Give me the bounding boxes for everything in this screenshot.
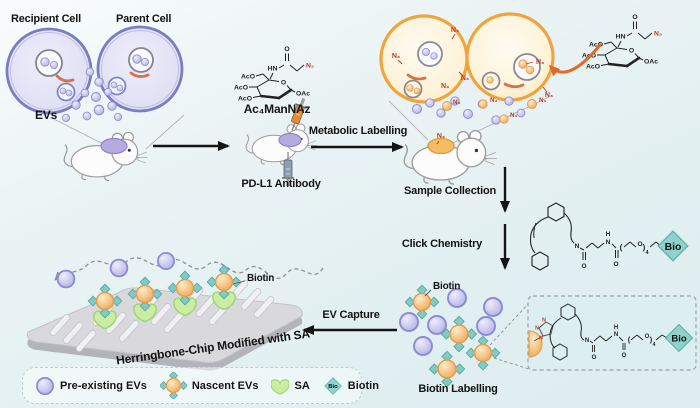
herringbone-chip (26, 252, 324, 371)
pdl1-antibody-label: PD-L1 Antibody (241, 178, 321, 190)
svg-text:4: 4 (645, 250, 649, 256)
svg-text:O: O (592, 355, 597, 361)
svg-text:O: O (613, 261, 618, 268)
pre-existing-ev-icon (36, 376, 54, 395)
svg-text:N₃: N₃ (437, 133, 445, 140)
svg-text:N: N (585, 338, 589, 344)
nascent-ev-icon (159, 372, 187, 399)
svg-text:N: N (535, 326, 539, 332)
labelled-parent-cell (465, 12, 555, 102)
released-labelled-evs: N₃ N₃ N₃ N₃ (412, 96, 546, 125)
legend-item-biotin: Biotin (323, 376, 379, 396)
ac4mannaz-structure-mid (232, 44, 316, 104)
svg-text:N₃: N₃ (545, 92, 553, 99)
svg-text:N₃: N₃ (451, 27, 459, 34)
evs-label: EVs (35, 108, 58, 122)
azide-tags: N₃ N₃ N₃ N₃ N₃ N₃ (392, 27, 553, 99)
tumor-azide-labelled: N₃ (427, 133, 455, 155)
svg-text:N₃: N₃ (539, 97, 546, 104)
ev-capture-label: EV Capture (322, 309, 380, 321)
svg-text:(: ( (628, 335, 631, 344)
svg-text:N₃: N₃ (392, 53, 400, 60)
tumor-purple-1 (100, 137, 128, 155)
legend: Pre-existing EVs Nascent EVs SA Biotin (22, 367, 379, 404)
svg-text:H: H (614, 325, 618, 331)
tumor-purple-2 (278, 132, 302, 148)
biotin-pointer-chip (232, 280, 246, 285)
ac4mannaz-label: Ac₄ManNAz (243, 102, 311, 116)
svg-text:): ) (650, 335, 653, 344)
svg-text:N₃: N₃ (453, 99, 460, 106)
svg-text:N₃: N₃ (490, 97, 497, 104)
svg-text:N: N (575, 243, 580, 250)
sugar-uptake-arrow (548, 43, 602, 77)
legend-item-sa: SA (271, 377, 310, 395)
biotin-labelling-cluster (399, 284, 503, 388)
clicked-product-inset: N N N N (527, 295, 697, 371)
recipient-cell (5, 27, 93, 115)
svg-text:N₃: N₃ (536, 59, 544, 66)
svg-text:N₃: N₃ (461, 75, 469, 82)
biotin-icon (324, 376, 342, 395)
ac4mannaz-structure-topright (580, 12, 664, 72)
legend-label: Pre-existing EVs (60, 379, 147, 392)
dbco-peg-biotin-structure: N O H N O ( O ) 4 (529, 202, 689, 271)
svg-text:N₃: N₃ (510, 112, 517, 119)
parent-cell (96, 25, 184, 113)
biotin-label-chip: Biotin (247, 273, 275, 284)
half-ev (528, 330, 543, 358)
click-chemistry-label: Click Chemistry (401, 238, 483, 250)
biotin-pointer-cluster (424, 289, 432, 297)
svg-text:4: 4 (653, 342, 656, 348)
biotin-labelling-label: Biotin Labelling (418, 383, 498, 395)
svg-text:N₃: N₃ (441, 83, 449, 90)
sample-collection-label: Sample Collection (404, 185, 496, 197)
inset-structure: N N N N (533, 303, 694, 361)
biotin-label-cluster: Biotin (433, 281, 461, 292)
legend-label: Biotin (347, 379, 379, 392)
svg-text:N: N (606, 239, 611, 246)
svg-text:N: N (614, 332, 618, 338)
legend-item-pre-existing: Pre-existing EVs (35, 376, 147, 396)
svg-text:H: H (606, 231, 611, 238)
svg-text:(: ( (620, 243, 623, 252)
legend-label: Nascent EVs (191, 379, 259, 392)
mouse-labelled (403, 129, 498, 185)
parent-cell-label: Parent Cell (116, 13, 172, 25)
svg-text:): ) (643, 243, 646, 252)
inset-connector-lines (489, 302, 530, 370)
svg-text:N: N (542, 318, 546, 324)
recipient-cell-label: Recipient Cell (11, 13, 81, 25)
svg-text:O: O (645, 334, 650, 340)
sa-icon (271, 378, 290, 395)
svg-text:O: O (581, 263, 586, 270)
svg-text:N: N (539, 336, 543, 342)
legend-item-nascent: Nascent EVs (159, 372, 259, 399)
svg-text:O: O (637, 241, 642, 248)
metabolic-labelling-label: Metabolic Labelling (308, 125, 408, 137)
svg-text:O: O (622, 353, 627, 359)
legend-label: SA (294, 379, 310, 392)
flow-escape-path (54, 257, 324, 281)
